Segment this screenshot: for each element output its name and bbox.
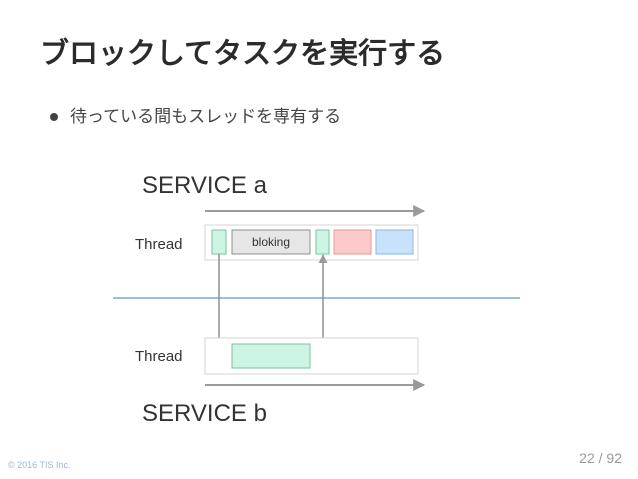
bullet-dot-icon	[50, 113, 58, 121]
page-number: 22 / 92	[579, 450, 622, 466]
blocking-label: bloking	[252, 235, 290, 249]
bullet-item: 待っている間もスレッドを専有する	[48, 104, 341, 130]
thread-a-task-start	[211, 229, 227, 255]
thread-b-task	[231, 343, 311, 369]
copyright-footer: © 2016 TIS Inc.	[8, 460, 71, 470]
bullet-text: 待っている間もスレッドを専有する	[70, 107, 342, 127]
thread-b-label: Thread	[135, 348, 183, 365]
thread-a-task-resume	[315, 229, 330, 255]
bullet-list: 待っている間もスレッドを専有する	[48, 104, 341, 130]
thread-a-blue-task	[375, 229, 414, 255]
thread-a-blocking-block	[231, 229, 311, 255]
service-b-label: SERVICE b	[142, 400, 267, 427]
thread-a-red-task	[333, 229, 372, 255]
service-a-label: SERVICE a	[142, 172, 268, 199]
thread-a-label: Thread	[135, 236, 183, 253]
slide-title: ブロックしてタスクを実行する	[40, 36, 446, 70]
